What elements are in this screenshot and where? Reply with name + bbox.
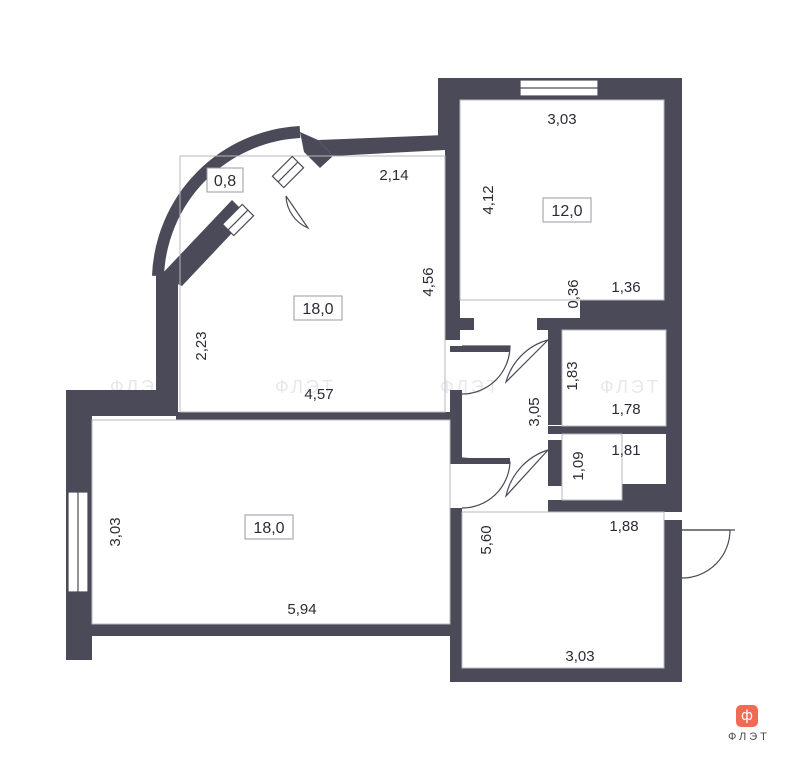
- wall: [664, 78, 682, 328]
- room-top-left-area: 18,0: [302, 301, 333, 318]
- door-swing: [285, 195, 310, 230]
- wall: [156, 276, 178, 404]
- walls: [66, 78, 682, 682]
- brand-logo: ф ФЛЭТ: [728, 705, 788, 755]
- dim-label: 1,78: [611, 401, 640, 418]
- dim-label: 4,56: [420, 267, 437, 296]
- wall: [666, 320, 682, 510]
- dim-label: 3,03: [565, 648, 594, 665]
- window: [221, 203, 255, 237]
- room-top-right-area: 12,0: [551, 203, 582, 220]
- balcony-area: 0,8: [214, 173, 236, 190]
- door-swing: [504, 449, 549, 499]
- dim-label: 5,60: [478, 525, 495, 554]
- watermark-text-2: ФЛЭТ: [275, 377, 336, 397]
- dim-label: 3,05: [526, 397, 543, 426]
- wall: [66, 624, 460, 636]
- wall: [548, 325, 562, 425]
- window: [271, 155, 305, 189]
- door-swing: [681, 529, 731, 579]
- wall: [450, 508, 462, 682]
- dim-label: 0,36: [565, 279, 582, 308]
- wall: [622, 484, 682, 510]
- wall: [445, 135, 460, 340]
- wall: [438, 78, 460, 136]
- dim-label: 1,36: [611, 279, 640, 296]
- watermark-text-4: ФЛЭТ: [600, 377, 661, 397]
- wall: [300, 132, 333, 168]
- wall: [318, 135, 445, 156]
- room-outline: [461, 511, 665, 669]
- room-outline: [179, 155, 446, 413]
- wall: [548, 426, 678, 434]
- watermark-text-3: ФЛЭТ: [440, 377, 501, 397]
- dim-label: 4,12: [480, 185, 497, 214]
- door-swing: [504, 339, 549, 385]
- wall: [176, 412, 460, 420]
- wall: [580, 300, 666, 330]
- dim-label: 1,81: [611, 442, 640, 459]
- windows: [67, 79, 599, 593]
- door-swing: [461, 457, 511, 509]
- dim-label: 3,03: [547, 111, 576, 128]
- wall: [450, 390, 462, 458]
- dim-label: 2,14: [379, 167, 408, 184]
- flat-logo-icon: ф: [736, 705, 758, 727]
- area-labels: 0,8 18,0 12,0 18,0: [206, 167, 592, 540]
- dim-label: 1,88: [609, 518, 638, 535]
- dimension-labels: 3,03 4,12 1,36 0,36 2,14 4,56 2,23 4,57 …: [107, 111, 641, 665]
- dim-label: 4,57: [304, 386, 333, 403]
- dim-label: 1,09: [570, 451, 587, 480]
- dim-label: 1,83: [564, 361, 581, 390]
- dim-label: 5,94: [287, 601, 316, 618]
- doors: [285, 195, 735, 579]
- door-swing: [461, 345, 511, 395]
- room-outlines: [91, 99, 667, 669]
- wall: [460, 318, 474, 330]
- dim-label: 2,23: [193, 331, 210, 360]
- balcony-wall: [152, 126, 301, 277]
- room-outline: [459, 99, 665, 301]
- dim-label: 3,03: [107, 517, 124, 546]
- room-outline: [91, 419, 451, 625]
- brand-name: ФЛЭТ: [728, 731, 770, 743]
- room-outline: [561, 329, 667, 427]
- room-outline: [561, 433, 623, 501]
- wall: [664, 520, 682, 680]
- wall: [450, 458, 510, 464]
- room-bottom-left-area: 18,0: [253, 520, 284, 537]
- wall: [548, 440, 562, 486]
- wall: [452, 668, 682, 682]
- wall: [450, 346, 510, 352]
